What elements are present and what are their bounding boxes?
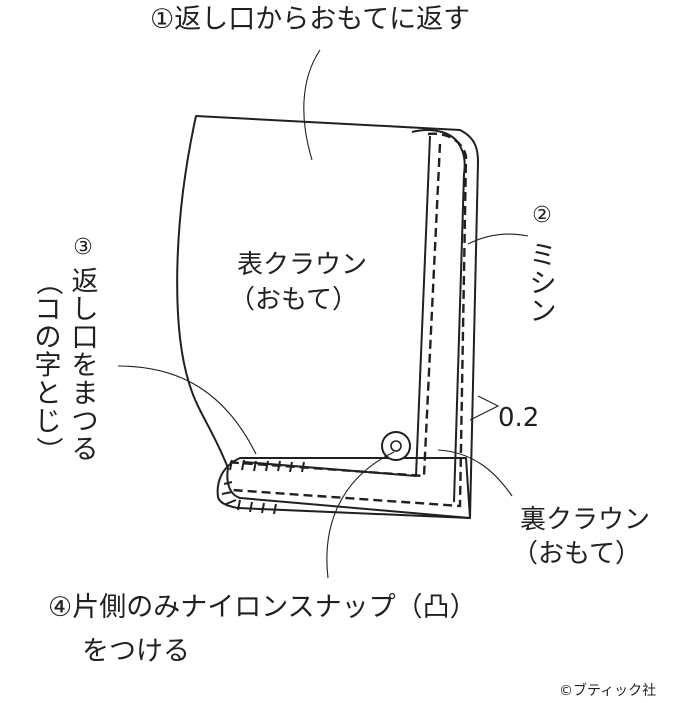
ladder-stitch-marks [221, 459, 305, 515]
step3-col1-char: を [72, 351, 99, 382]
step2-chars-char: シ [530, 269, 557, 300]
step2-chars-char: ミ [530, 241, 557, 272]
step2-number: ② [532, 203, 552, 228]
front-crown-label: 表クラウン [237, 250, 367, 280]
copyright-credit: ©ブティック社 [559, 682, 656, 699]
step3-col2-char: と [35, 379, 62, 410]
back-crown-sublabel: （おもて） [512, 539, 641, 569]
step3-col1-char: ま [72, 379, 99, 410]
back-crown-label: 裏クラウン [520, 505, 650, 535]
seam-stitch-outer [231, 132, 468, 508]
step3-col2-char: （ [33, 269, 64, 296]
front-crown-sublabel: （おもて） [229, 285, 358, 315]
step3-col1-char: る [72, 435, 99, 466]
leader-step4 [326, 451, 395, 579]
front-crown-shape [176, 115, 479, 519]
leader-step1 [303, 49, 321, 161]
step4-sublabel: をつける [82, 636, 190, 667]
step3-col1-char: 返 [72, 267, 99, 298]
back-crown-shape [216, 457, 471, 519]
step1-label: ①返し口からおもてに返す [150, 4, 470, 35]
leader-back-crown [437, 449, 513, 497]
leader-step2 [467, 233, 529, 245]
step3-col2-char: じ [35, 407, 62, 438]
step3-col1-char: し [72, 295, 99, 326]
step3-col1-char: 口 [72, 323, 99, 354]
step3-col2-char: の [35, 323, 62, 354]
step2-vertical-text: ミシン [530, 241, 557, 328]
flap-edge [411, 129, 466, 503]
step3-col2-char: コ [35, 295, 62, 326]
step3-col1-char: つ [72, 407, 99, 438]
snap-button-icon [381, 431, 411, 461]
leader-seam-allowance [469, 395, 500, 421]
seam-allowance-label: 0.2 [498, 403, 539, 433]
step4-label: ④片側のみナイロンスナップ（凸） [48, 592, 477, 623]
step2-chars-char: ン [530, 297, 557, 328]
step3-col2-char: 字 [35, 351, 62, 382]
leader-step3 [117, 365, 257, 455]
step3-number: ③ [73, 235, 93, 260]
step3-col2-char: ） [33, 437, 64, 464]
